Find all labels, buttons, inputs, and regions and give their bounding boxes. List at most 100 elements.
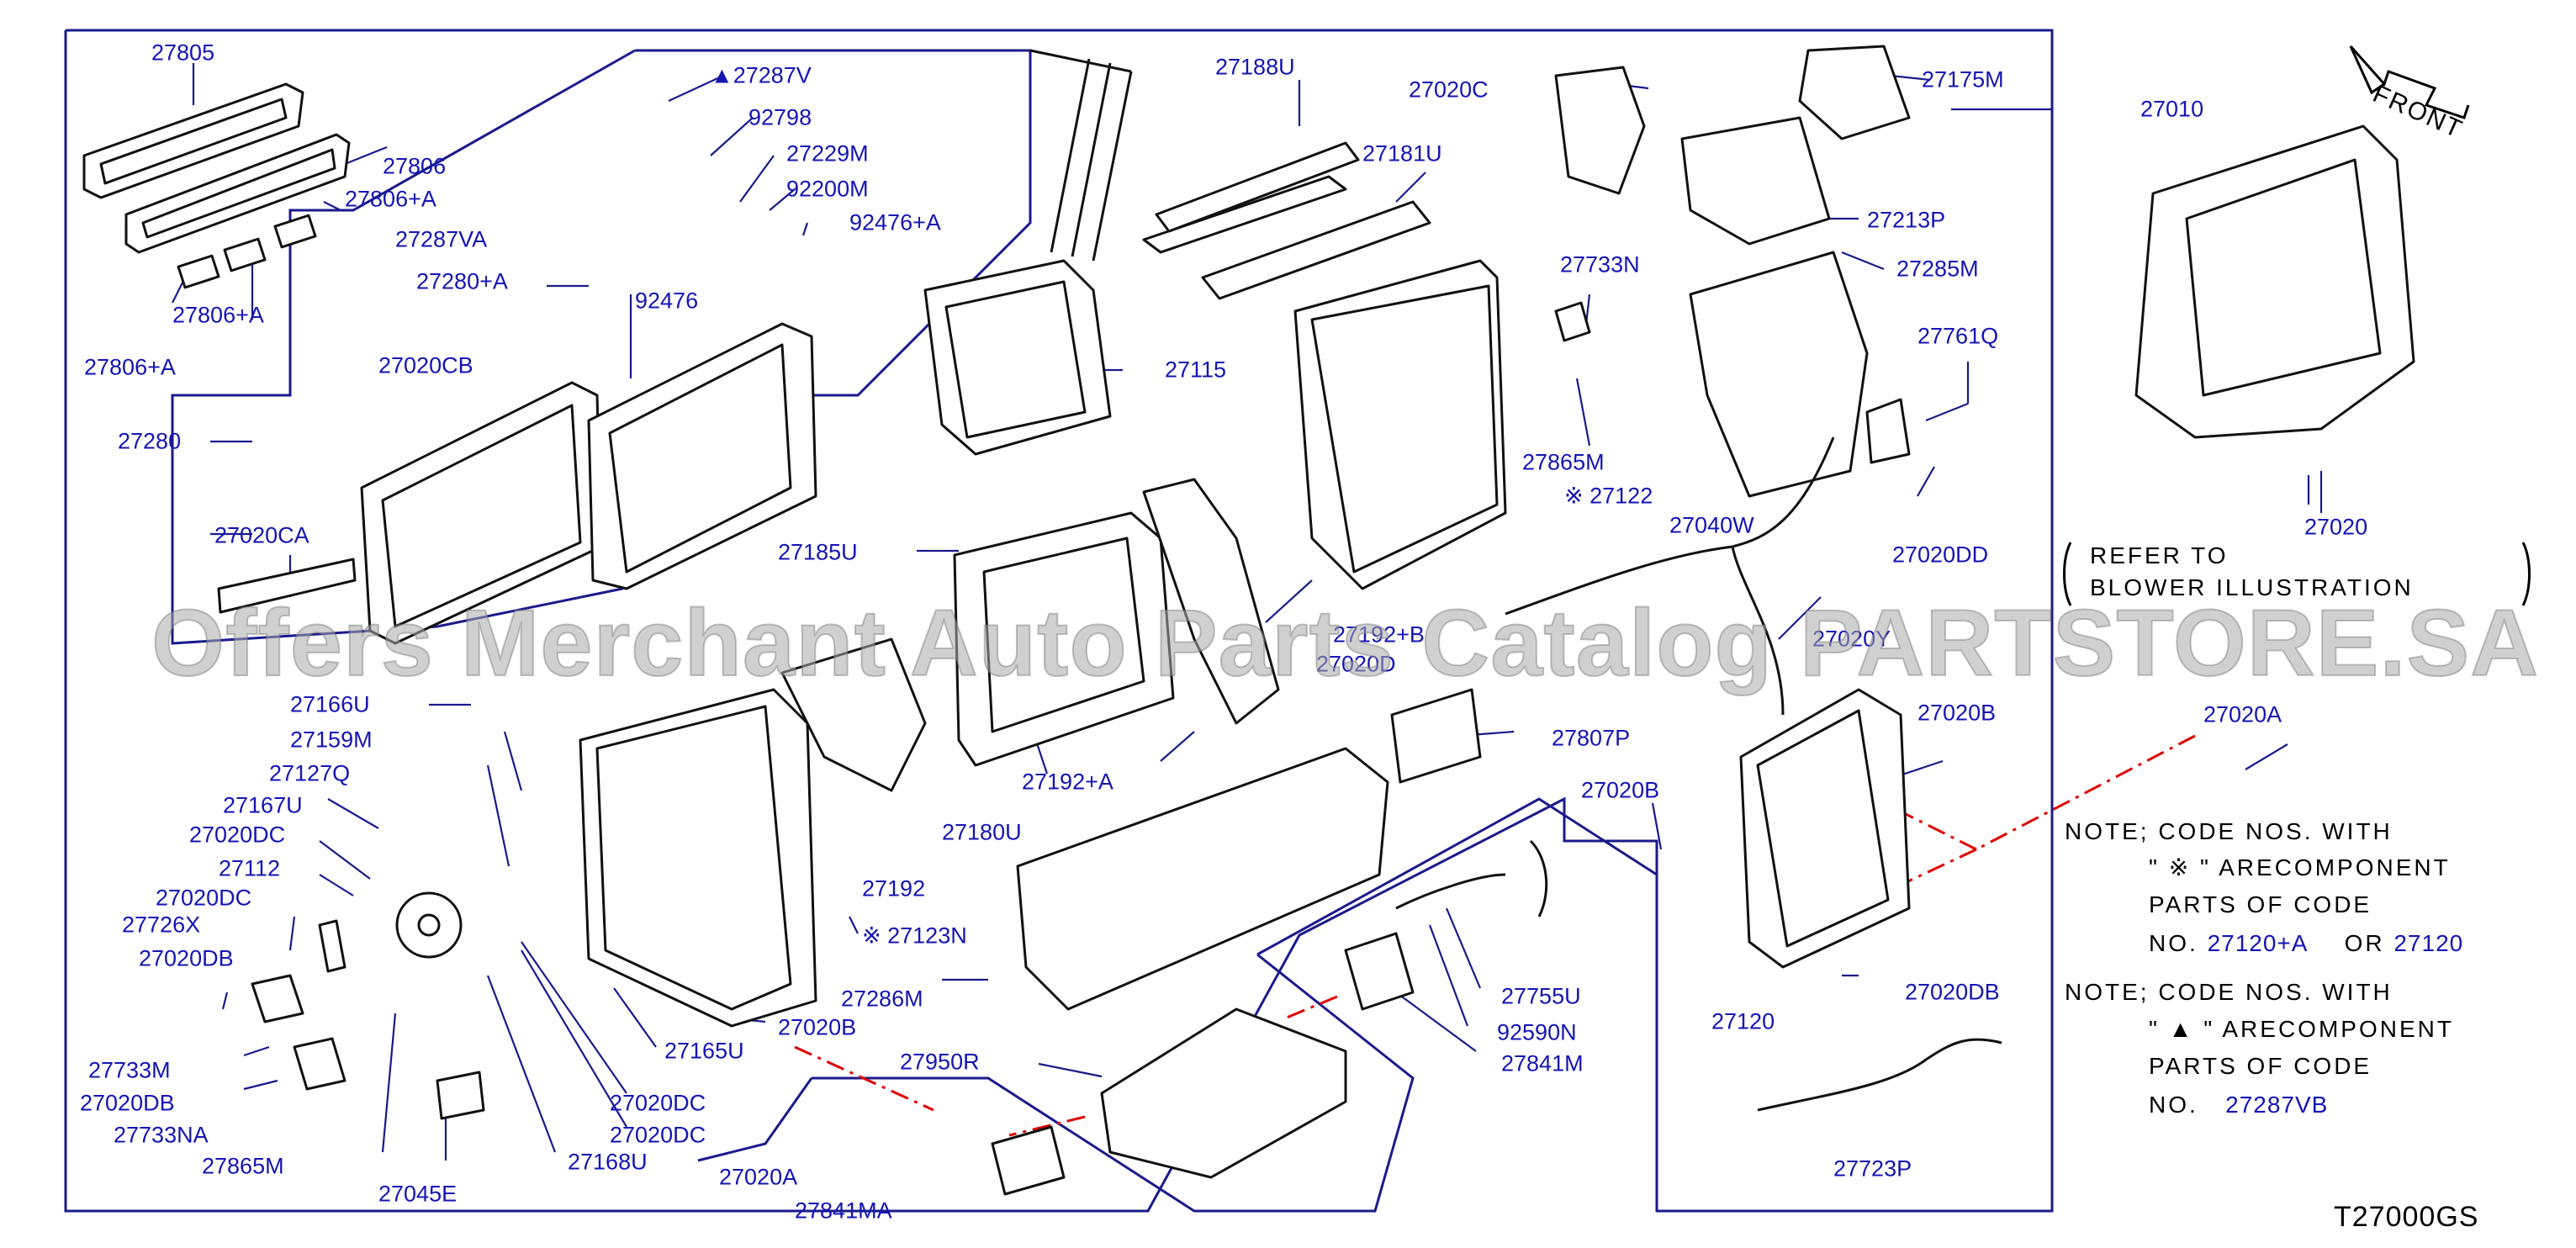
dashdot-line-1: [1976, 734, 2196, 851]
bottom-bracket: [697, 1077, 813, 1162]
part-label: 27020DB: [80, 1090, 175, 1116]
note-1-line-1: NOTE; CODE NOS. WITH: [2065, 818, 2393, 844]
part-label: 27841M: [1501, 1050, 1584, 1076]
refer-blower-note: REFER TO BLOWER ILLUSTRATION: [2090, 542, 2414, 600]
note-2-line-2: " ▲ " ARECOMPONENT: [2149, 1016, 2454, 1042]
part-label: 27805: [151, 40, 215, 66]
part-label: 27020Y: [1812, 626, 1891, 652]
part-label: 27175M: [1922, 66, 2004, 93]
part-label: 27166U: [290, 691, 370, 717]
part-label: 27020DC: [156, 885, 252, 911]
note-1-line-3: PARTS OF CODE: [2149, 891, 2372, 917]
part-label: 27865M: [1522, 449, 1605, 475]
part-label: 27112: [219, 855, 281, 881]
part-label: 27115: [1165, 357, 1227, 383]
part-label: 27192+B: [1333, 621, 1425, 648]
part-label: 27120: [1711, 1008, 1775, 1034]
part-label: 27181U: [1362, 140, 1442, 167]
part-label: 27020DB: [139, 945, 234, 971]
part-label: 27733NA: [114, 1122, 209, 1148]
part-label: 27806: [383, 153, 447, 179]
note-1-code-b: 27120: [2394, 930, 2464, 956]
part-label: 27726X: [122, 912, 201, 938]
part-label: 27020C: [1409, 77, 1489, 103]
part-label: 27280+A: [416, 268, 508, 294]
part-label: 27806+A: [345, 186, 436, 212]
part-label: ※ 27123N: [862, 923, 967, 949]
part-label: 27020CB: [378, 352, 473, 378]
part-label: ※ 27122: [1564, 483, 1653, 509]
part-label: 27165U: [664, 1038, 744, 1064]
part-label: 92590N: [1497, 1019, 1577, 1045]
dashdot-line-6: [1286, 995, 1338, 1019]
part-label: 27020B: [1581, 777, 1660, 803]
part-label: 27185U: [778, 539, 858, 565]
part-label: 27733N: [1560, 251, 1640, 278]
front-arrow-icon: [2349, 45, 2470, 119]
part-label: 27755U: [1501, 983, 1581, 1009]
main-frame-outline: [64, 29, 2054, 1213]
part-label: 27020: [2304, 514, 2368, 540]
part-label: 27287VA: [395, 226, 488, 252]
dashdot-line-4: [794, 1045, 934, 1112]
part-label: 27168U: [568, 1149, 648, 1175]
part-label: 27865M: [202, 1153, 284, 1179]
part-label: 27733M: [88, 1057, 171, 1083]
part-label: 27723P: [1833, 1155, 1912, 1182]
dashdot-line-5: [1008, 1115, 1086, 1137]
part-label: 27020DC: [189, 822, 286, 848]
part-label: 92476+A: [849, 209, 941, 235]
part-label: 27020D: [1316, 651, 1396, 677]
part-label: 27020DC: [610, 1090, 706, 1116]
part-label: 27807P: [1552, 725, 1631, 751]
note-1-or: OR: [2344, 930, 2385, 956]
part-label: 27192+A: [1022, 769, 1113, 795]
note-1-code-prefix: NO.: [2149, 930, 2198, 956]
part-label: 27020DC: [610, 1122, 706, 1148]
part-label: 27167U: [223, 792, 303, 818]
note-1-code-a: 27120+A: [2207, 930, 2309, 956]
part-label: 27127Q: [269, 760, 351, 786]
diagram-code: T27000GS: [2334, 1201, 2479, 1233]
part-label: 27950R: [900, 1049, 980, 1075]
part-label: 27020B: [778, 1014, 857, 1040]
part-label: ▲27287V: [711, 62, 812, 88]
part-label: 27159M: [290, 727, 373, 753]
note-1-line-2: " ※ " ARECOMPONENT: [2149, 854, 2451, 880]
part-label: 27806+A: [172, 302, 264, 328]
part-label: 27213P: [1867, 207, 1946, 233]
part-label: 27020A: [2203, 701, 2282, 727]
part-label: 27761Q: [1917, 323, 1999, 349]
part-label: 27020B: [1917, 700, 1997, 726]
part-label: 92476: [635, 288, 699, 314]
duct-enclosure: [812, 953, 1415, 1213]
note-2-line-1: NOTE; CODE NOS. WITH: [2065, 979, 2393, 1005]
part-label: 27040W: [1669, 512, 1754, 538]
part-label: 27180U: [942, 819, 1022, 845]
part-label: 27188U: [1215, 54, 1295, 80]
watermark: Offers Merchant Auto Parts Catalog PARTS…: [151, 590, 2540, 696]
note-2-line-4: NO. 27287VB: [2149, 1093, 2328, 1117]
part-label: 27841MA: [795, 1198, 892, 1224]
part-label: 92200M: [786, 176, 869, 202]
part-label: 27192: [862, 875, 926, 902]
part-label: 27020DB: [1905, 979, 2000, 1005]
part-label: 27280: [118, 428, 182, 454]
note-2-code-a: 27287VB: [2225, 1092, 2329, 1118]
part-label: 27285M: [1896, 256, 1979, 282]
note-2-line-3: PARTS OF CODE: [2149, 1053, 2372, 1079]
part-label: 27020A: [719, 1164, 798, 1190]
part-label: 27020CA: [214, 522, 309, 548]
part-label: 27020DD: [1892, 542, 1989, 568]
part-label: 27045E: [378, 1181, 458, 1207]
note-2-code-prefix: NO.: [2149, 1092, 2198, 1118]
note-1-line-4: NO. 27120+A OR 27120: [2149, 932, 2463, 955]
part-label: 27286M: [841, 986, 923, 1012]
part-label: 27806+A: [84, 354, 176, 380]
part-label: 92798: [748, 104, 812, 130]
part-label: 27010: [2140, 96, 2204, 122]
dashdot-line-3: [1891, 806, 1977, 851]
part-label: 27229M: [786, 140, 869, 167]
